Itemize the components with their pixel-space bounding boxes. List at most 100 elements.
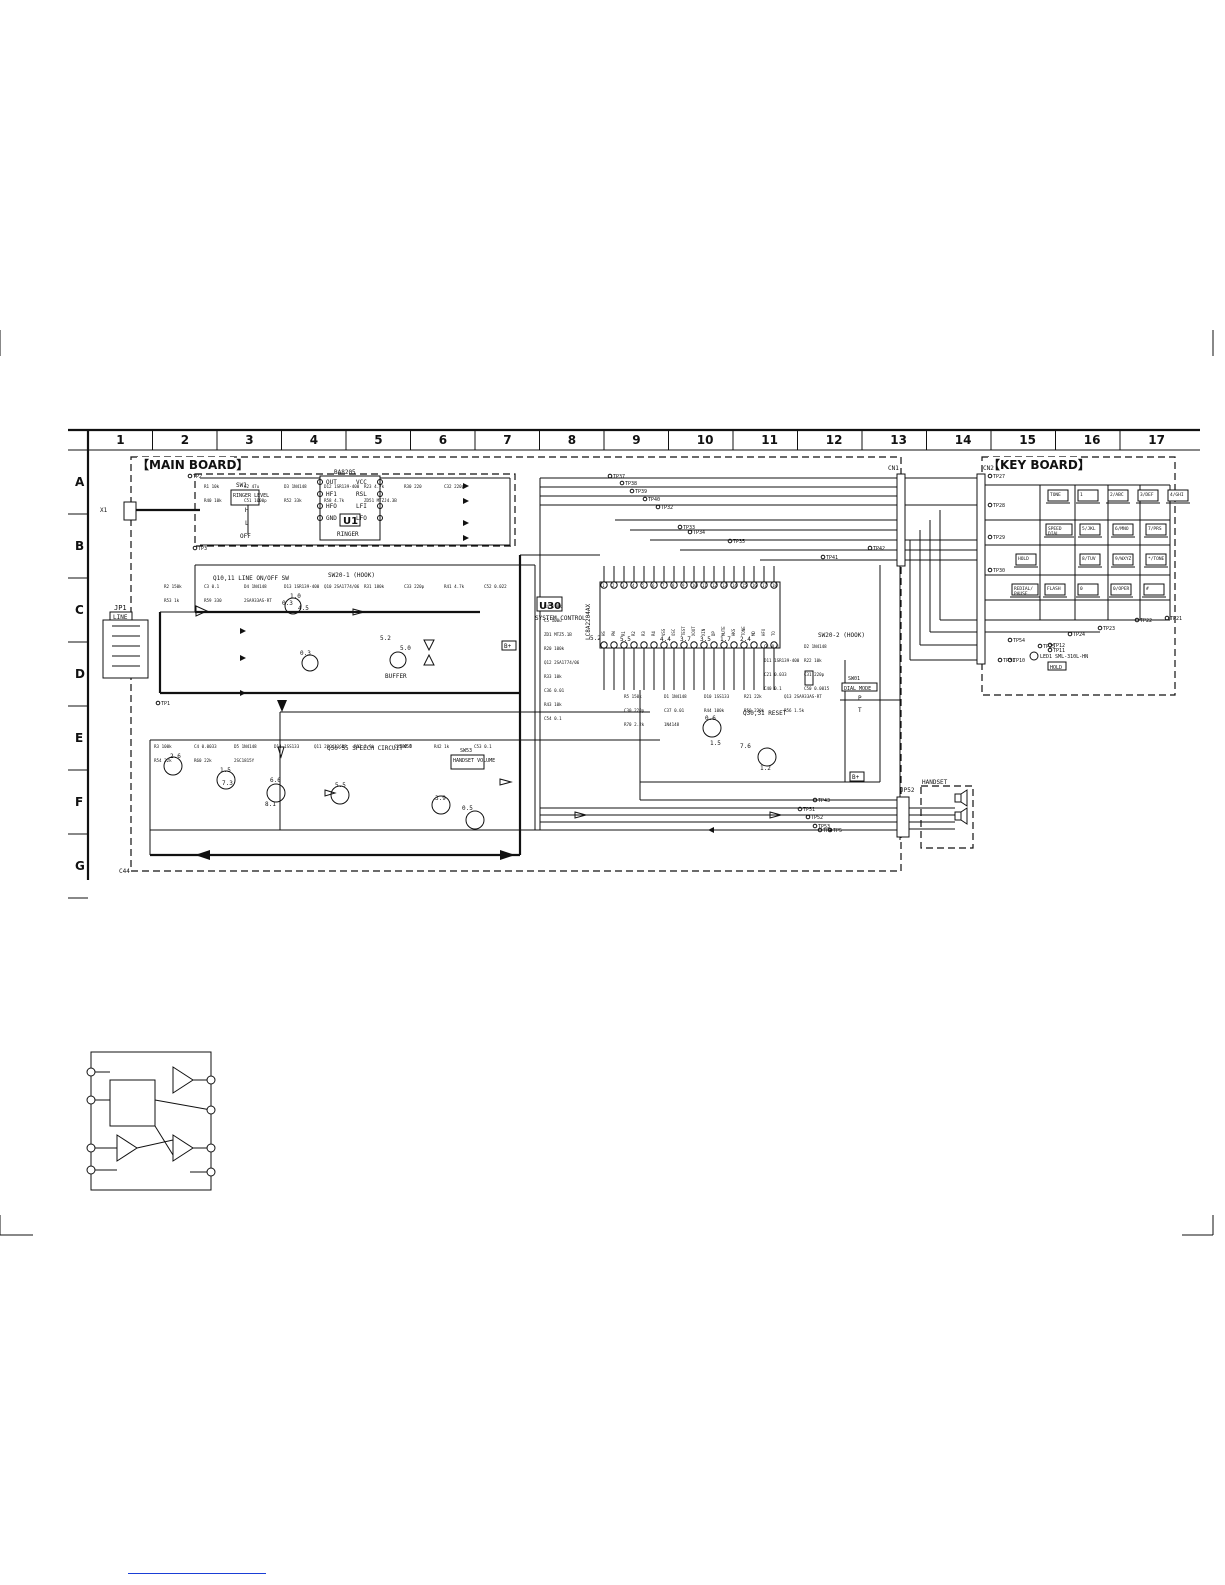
u30-pin-num: 14 (732, 583, 737, 588)
u30-pin-num: 7 (662, 583, 665, 588)
keyboard-key: 7/PRS (1144, 523, 1168, 538)
grid-col-label: 12 (826, 433, 843, 447)
component-value: D3 1N4148 (284, 484, 307, 489)
footer-link-underline[interactable] (128, 1573, 266, 1574)
svg-text:JP1: JP1 (114, 604, 127, 612)
grid-col-label: 4 (310, 433, 318, 447)
u30-pin-name: HFO (761, 628, 766, 636)
test-point-label: TP39 (635, 489, 647, 495)
svg-text:SW01: SW01 (848, 676, 860, 682)
voltage-reading: 5.5 (620, 636, 631, 643)
test-point-label: TP21 (1170, 616, 1182, 622)
svg-text:SW20-2 (HOOK): SW20-2 (HOOK) (818, 632, 865, 639)
voltage-reading: 1.0 (290, 593, 301, 600)
component-value: R59 330 (204, 598, 222, 603)
component-value: C37 0.01 (664, 708, 685, 713)
handset: HANDSET (909, 779, 974, 849)
component-value: R52 33k (284, 498, 302, 503)
test-point-label: TP11 (1053, 648, 1065, 654)
u30-pin-num: 9 (682, 583, 685, 588)
component-value: 2SA933AS-RT (244, 598, 272, 603)
test-point-label: TP4 (823, 828, 832, 834)
u30-pin-name: TEST (681, 626, 686, 636)
keyboard-key: 0 (1076, 583, 1100, 598)
svg-text:3/DEF: 3/DEF (1140, 492, 1154, 498)
u30-pin-name: R3 (641, 631, 646, 636)
u30-pin-num: 17 (762, 583, 767, 588)
component-value: C53 0.1 (474, 744, 492, 749)
u30-pin-num: 4 (632, 583, 635, 588)
svg-text:*/TONE: */TONE (1148, 556, 1165, 562)
u30-pin-name: MUTE (721, 626, 726, 636)
svg-text:#: # (1146, 586, 1149, 592)
svg-text:Q30,31 RESET: Q30,31 RESET (743, 710, 787, 717)
component-value: D5 1N4148 (234, 744, 257, 749)
voltage-reading: 5.2 (380, 635, 391, 642)
grid-col-label: 2 (181, 433, 189, 447)
cn2-connector: CN2 (976, 465, 994, 665)
keyboard-matrix (985, 484, 1171, 620)
svg-text:P: P (858, 695, 862, 702)
voltage-reading: 7.6 (740, 743, 751, 750)
grid-col-label: 6 (439, 433, 447, 447)
component-value: R40 10k (204, 498, 222, 503)
grid-col-label: 8 (568, 433, 576, 447)
component-value: C35 0.1 (394, 744, 412, 749)
svg-text:OFF: OFF (240, 533, 251, 540)
ic-pin-circle (206, 1143, 216, 1153)
component-value: C31 220p (804, 672, 825, 677)
ic-pin-circle (86, 1095, 96, 1105)
ic-pin-circle (86, 1165, 96, 1175)
ic-pin-circle (86, 1067, 96, 1077)
svg-text:B+: B+ (504, 643, 512, 650)
test-point-label: TP24 (1073, 632, 1085, 638)
grid-col-label: 3 (245, 433, 253, 447)
u30-pin-name: XIN (701, 628, 706, 636)
u30-pin-num: 1 (602, 583, 605, 588)
svg-text:6/MNO: 6/MNO (1115, 526, 1129, 532)
voltage-reading: 0.3 (300, 650, 311, 657)
test-point-label: TP2 (193, 474, 202, 480)
signal-arrows (195, 605, 783, 860)
test-point-label: TP54 (1013, 638, 1025, 644)
speech-circuit: Q50-55 SPEECH CIRCUIT SW50 SW53 HANDSET … (163, 744, 495, 830)
test-point-label: TP3 (198, 546, 207, 552)
component-value: R42 1k (434, 744, 450, 749)
ringer-level-switch: SW1 RINGER LEVEL H L OFF (230, 482, 269, 540)
main-board-title: 【MAIN BOARD】 (137, 457, 248, 472)
voltage-reading: 3.5 (700, 636, 711, 643)
voltage-reading: 5.0 (400, 645, 411, 652)
grid-row-label: F (75, 795, 83, 809)
u30-pin-num: 12 (712, 583, 717, 588)
keyboard-key: 4/GHI (1166, 489, 1190, 504)
svg-text:7/PRS: 7/PRS (1148, 526, 1162, 532)
voltage-reading: 3.7 (680, 636, 691, 643)
ic-pin-circles (86, 1067, 216, 1177)
component-value: D2 1N4148 (804, 644, 827, 649)
component-value: R21 22k (744, 694, 762, 699)
voltage-reading: 4.5 (298, 605, 309, 612)
handset-connector-jp52: JP52 (896, 787, 915, 838)
svg-text:LINE: LINE (113, 614, 128, 621)
svg-text:PAUSE: PAUSE (1014, 591, 1028, 597)
crystal-x1: X1 (100, 501, 137, 521)
svg-text:RINGER: RINGER (337, 531, 359, 538)
component-value: Q13 2SA933AS-RT (784, 694, 822, 699)
u30-pin-name: HKS (731, 628, 736, 636)
component-value: ZD1 MTZ5.1B (544, 632, 572, 637)
component-value: R56 1.5k (784, 708, 805, 713)
svg-text:1: 1 (1080, 492, 1083, 498)
svg-text:2/ABC: 2/ABC (1110, 492, 1124, 498)
voltage-reading: 1.2 (760, 765, 771, 772)
component-value: R32 3.9k (354, 744, 375, 749)
c44-label: C44 (119, 868, 130, 875)
test-point-label: TP37 (613, 474, 625, 480)
svg-text:HANDSET: HANDSET (922, 779, 948, 786)
line-switch-section: Q10,11 LINE ON/OFF SW SW20-1 (HOOK) BUFF… (213, 572, 407, 680)
component-value: C1 0.1 (764, 644, 780, 649)
